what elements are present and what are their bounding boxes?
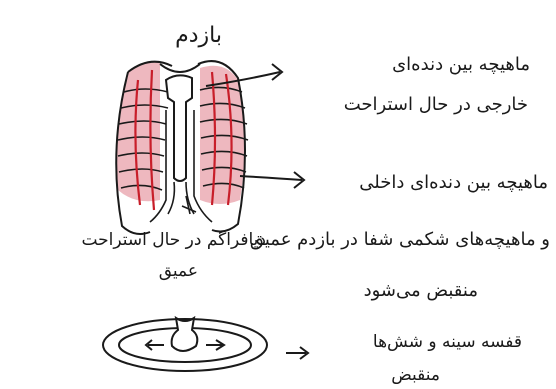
internal-muscle-label-line3: منقبض می‌شود bbox=[364, 280, 478, 301]
diaphragm-label-line2: عمیق bbox=[159, 261, 198, 281]
right-arrow-icon bbox=[286, 347, 308, 359]
chest-label-line2: منقبض bbox=[391, 365, 440, 385]
external-muscle-label-line2: خارجی در حال استراحت bbox=[344, 94, 528, 115]
sternum bbox=[166, 75, 192, 181]
clavicle-notch bbox=[160, 64, 200, 72]
internal-muscle-label-line2: و ماهیچه‌های شکمی شفا در بازدم عمیق bbox=[250, 229, 550, 250]
chest-cross-section bbox=[103, 318, 267, 371]
right-arrow-icon bbox=[240, 172, 304, 188]
diaphragm-label-line1: دیافراگم در حال استراحت bbox=[81, 229, 266, 250]
chest-label-line1: قفسه سینه و شش‌ها bbox=[373, 332, 522, 352]
rib-cage bbox=[116, 61, 248, 234]
external-muscle-label-line1: ماهیچه بین دنده‌ای bbox=[392, 54, 530, 75]
internal-muscle-label-line1: ماهیچه بین دنده‌ای داخلی bbox=[359, 172, 548, 193]
title-label: بازدم bbox=[175, 23, 222, 48]
